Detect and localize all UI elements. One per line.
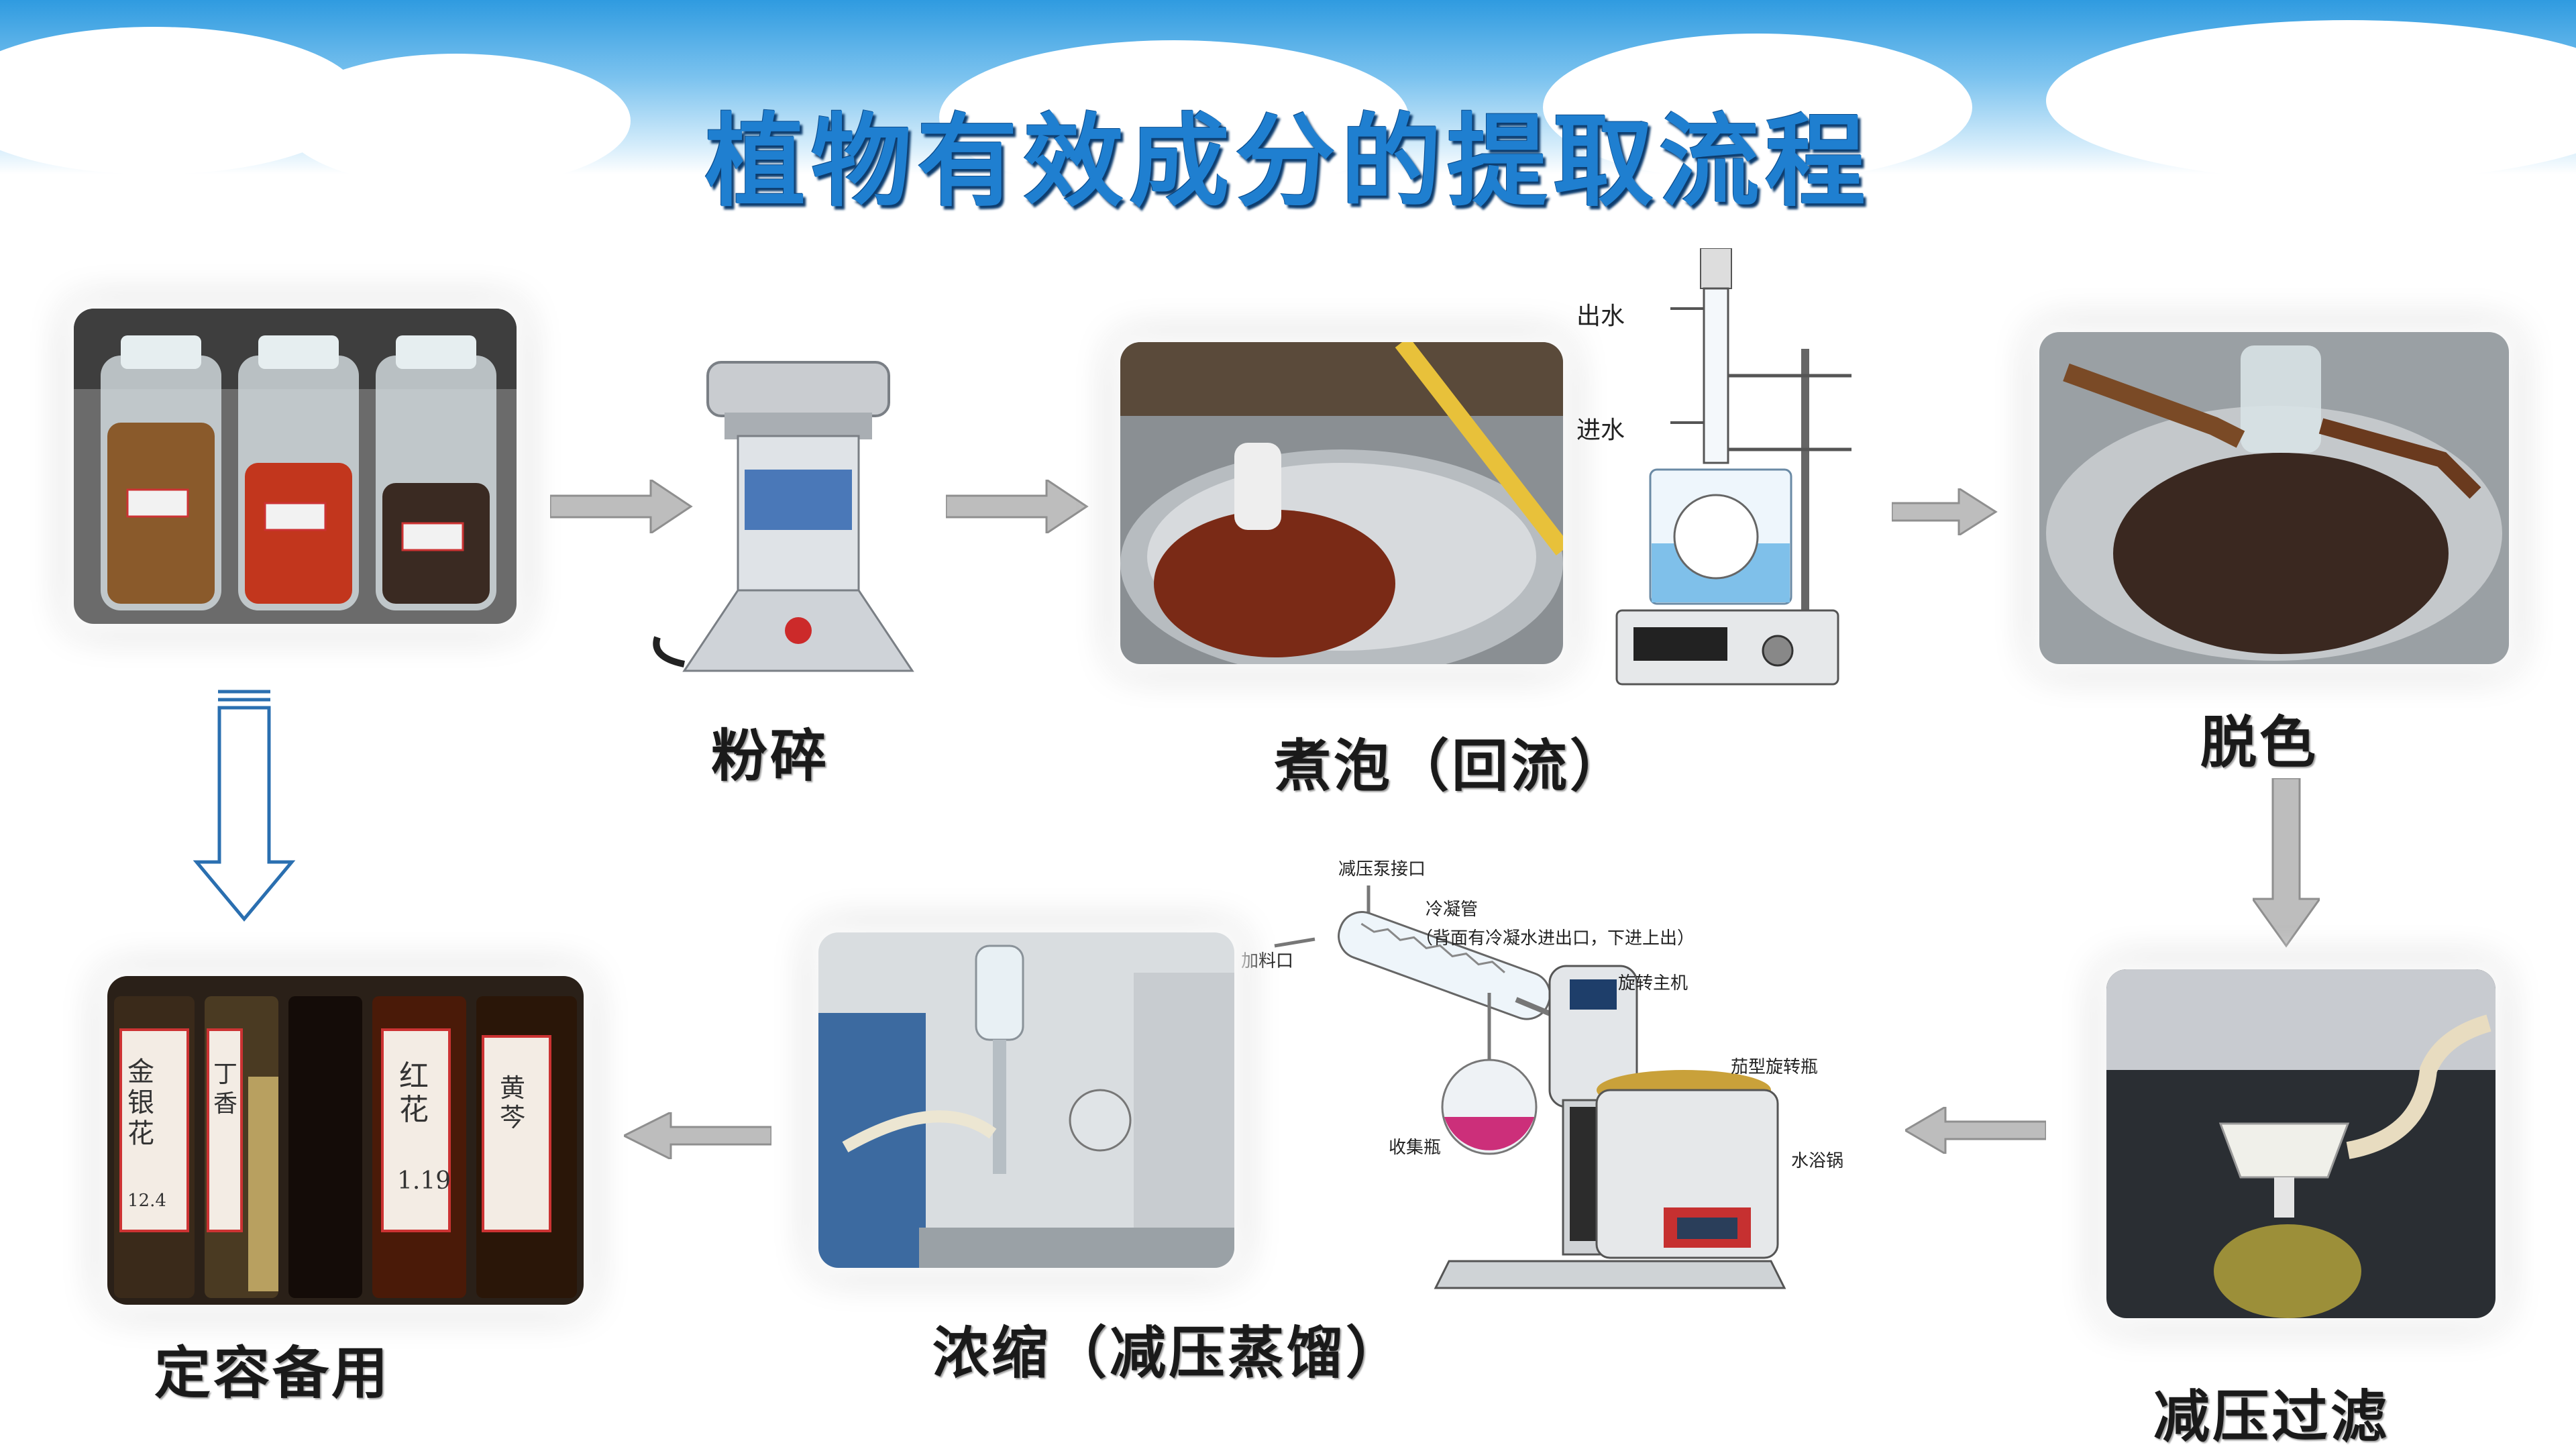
step-label-reflux: 煮泡（回流） [1275, 733, 1629, 799]
jar-label-4: 黄芩 [500, 1073, 526, 1132]
condenser-label: 冷凝管 [1426, 900, 1479, 920]
cloud [2046, 20, 2576, 181]
water-out-label: 出水 [1576, 303, 1625, 330]
jar-label-1: 金银花 [127, 1057, 154, 1149]
vacuum-port-label: 减压泵接口 [1338, 859, 1426, 879]
arrow-down-outline-icon [191, 688, 299, 929]
vacuum-filter-photo [2106, 969, 2496, 1318]
herb-jars-photo [74, 309, 517, 624]
cloud [1543, 34, 1972, 181]
step-label-decolor: 脱色 [2200, 709, 2319, 775]
rotary-evaporator-diagram [1234, 859, 1838, 1301]
arrow-right-icon [946, 480, 1093, 533]
arrow-right-icon [550, 480, 698, 533]
concentrate-photo [818, 932, 1234, 1268]
reflux-photo [1120, 342, 1563, 664]
collection-flask-label: 收集瓶 [1389, 1138, 1442, 1158]
jar-number-1: 12.4 [127, 1191, 166, 1211]
step-label-concentrate: 浓缩（减压蒸馏） [932, 1320, 1405, 1386]
step-label-store: 定容备用 [154, 1340, 391, 1406]
arrow-down-icon [2253, 778, 2320, 953]
water-in-label: 进水 [1576, 417, 1625, 444]
reflux-apparatus-diagram [1570, 248, 1858, 691]
cloud [282, 54, 631, 188]
step-label-filter: 减压过滤 [2153, 1383, 2390, 1450]
condenser-note-label: （背面有冷凝水进出口，下进上出） [1415, 928, 1695, 949]
cloud [939, 40, 1409, 195]
arrow-left-icon [1905, 1107, 2046, 1154]
jar-label-2: 丁香 [213, 1061, 238, 1118]
page-title: 植物有效成分的提取流程 [704, 103, 1871, 221]
water-bath-label: 水浴锅 [1791, 1151, 1844, 1171]
arrow-right-icon [1892, 488, 1999, 535]
rotation-unit-label: 旋转主机 [1618, 973, 1688, 993]
step-label-crush: 粉碎 [711, 722, 830, 789]
jar-number-2: 1.19 [397, 1167, 451, 1195]
grinder-image [644, 349, 953, 684]
arrow-left-icon [624, 1112, 771, 1159]
flask-label: 茄型旋转瓶 [1731, 1057, 1819, 1077]
jar-label-3: 红花 [399, 1059, 429, 1127]
stored-samples-photo [107, 976, 584, 1305]
feed-port-label: 加料口 [1241, 951, 1294, 971]
decolor-photo [2039, 332, 2509, 664]
